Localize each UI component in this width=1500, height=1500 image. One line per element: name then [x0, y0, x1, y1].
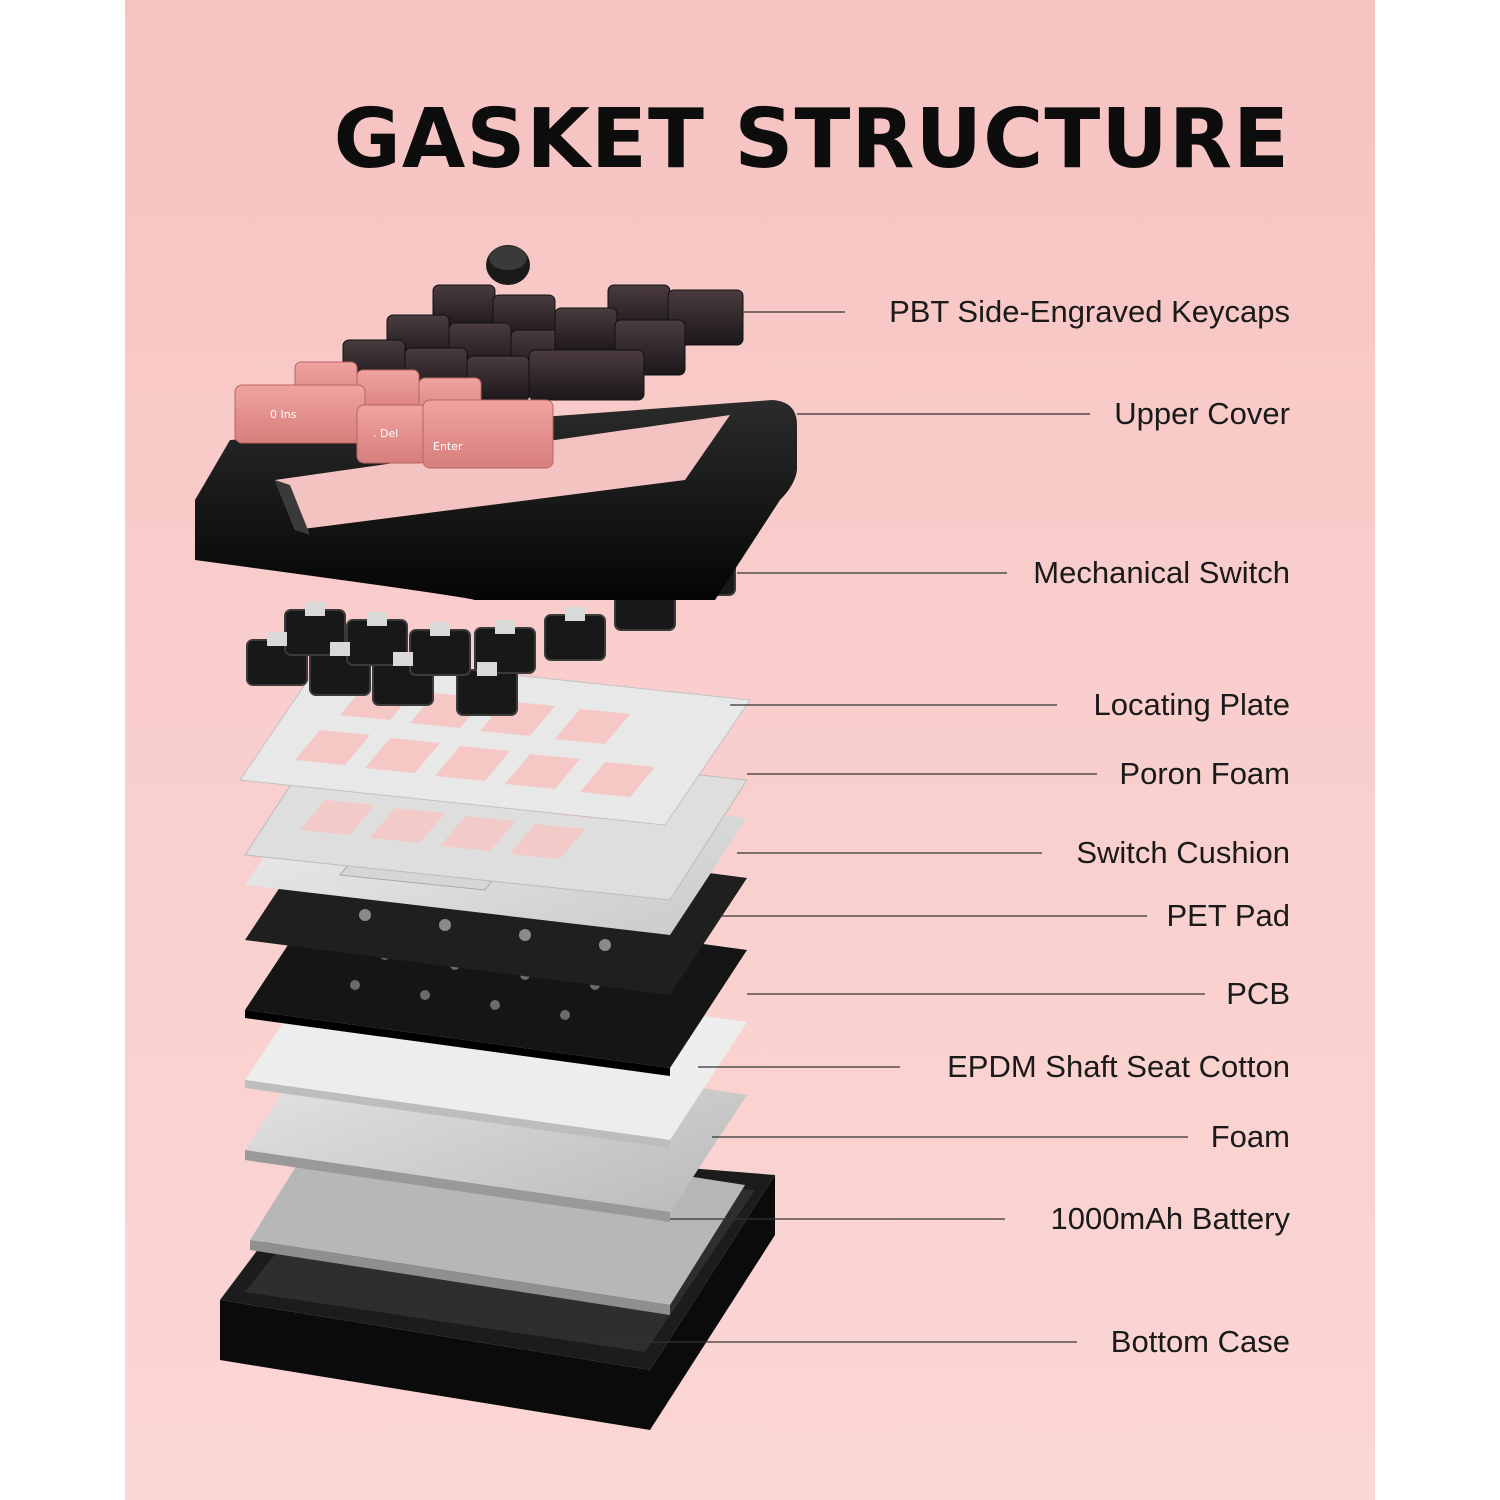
exploded-view: 0 Ins . Del Enter [195, 245, 1205, 1430]
layer-label-mechanical-switch: Mechanical Switch [1033, 555, 1290, 590]
layer-label-poron-foam: Poron Foam [1119, 756, 1290, 791]
layer-label-upper-cover: Upper Cover [1114, 396, 1290, 431]
keycap-legend: 0 Ins [270, 408, 297, 421]
layer-label-keycaps: PBT Side-Engraved Keycaps [889, 294, 1290, 329]
diagram-title: GASKET STRUCTURE [333, 92, 1290, 187]
keycap-legend: . Del [373, 427, 398, 440]
layer-label-bottom-case: Bottom Case [1110, 1324, 1290, 1359]
leader-lines [600, 311, 1205, 1343]
layer-label-pet-pad: PET Pad [1166, 898, 1290, 933]
layer-label-epdm-shaft-seat-cotton: EPDM Shaft Seat Cotton [947, 1049, 1290, 1084]
keycap-legend: Enter [433, 440, 463, 453]
diagram-panel: GASKET STRUCTURE [125, 0, 1375, 1500]
layer-label-foam: Foam [1210, 1119, 1290, 1154]
keycaps-layer: 0 Ins . Del Enter [234, 245, 744, 469]
layer-label-switch-cushion: Switch Cushion [1076, 835, 1290, 870]
layer-label-locating-plate: Locating Plate [1093, 687, 1290, 722]
layer-label-pcb: PCB [1226, 976, 1290, 1011]
upper-cover-layer [195, 400, 797, 600]
locating-plate-layer [239, 654, 751, 826]
layer-label-battery: 1000mAh Battery [1050, 1201, 1290, 1236]
